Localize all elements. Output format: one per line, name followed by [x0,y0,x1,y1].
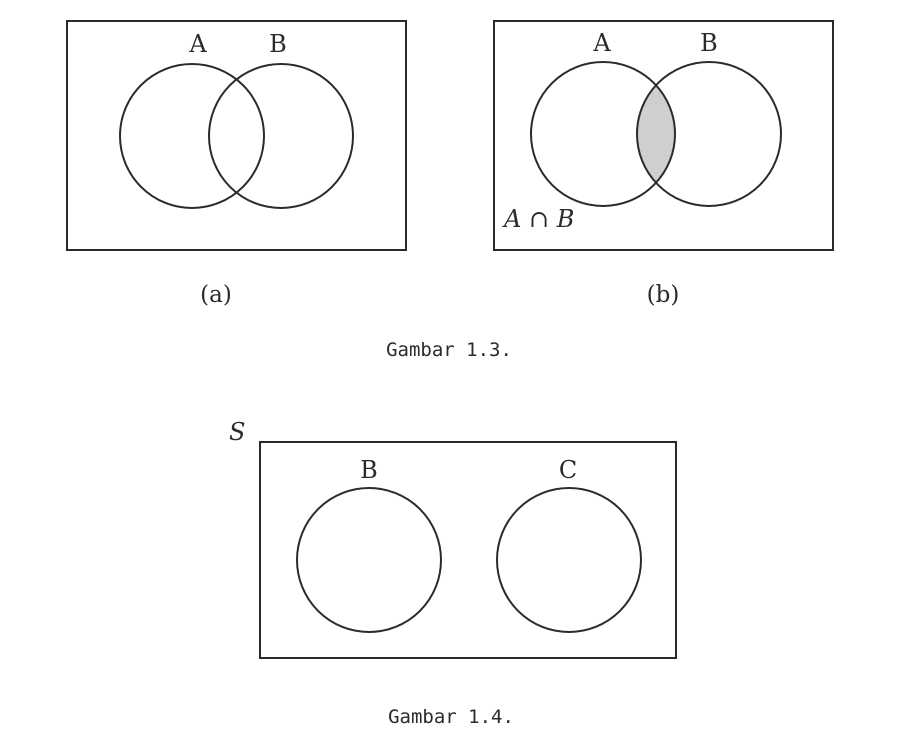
set-a-circle [530,61,676,207]
set-a-label: A [188,30,207,58]
universe-label: S [229,418,245,446]
venn-panel-a: A B (a) [66,20,407,308]
universe-box-b [493,20,834,251]
set-b-circle [296,487,442,633]
universe-box [259,441,677,659]
intersection-label: A ∩ B [502,205,574,233]
set-c-circle [496,487,642,633]
set-b-label: B [700,29,718,57]
panel-b-sublabel: (b) [647,282,680,308]
set-b-circle [636,61,782,207]
venn-panel-b: A B A ∩ B (b) [493,20,834,308]
set-b-label: B [269,30,287,58]
set-b-label: B [360,456,378,484]
figure-caption-1-4: Gambar 1.4. [388,706,514,728]
universe-box-a [66,20,407,251]
set-a-label: A [592,29,611,57]
venn-figure-1-4: S B C [229,418,677,659]
set-b-circle [208,63,354,209]
set-c-label: C [559,456,577,484]
panel-a-sublabel: (a) [200,282,232,308]
figure-caption-1-3: Gambar 1.3. [386,339,512,361]
set-a-circle [119,63,265,209]
